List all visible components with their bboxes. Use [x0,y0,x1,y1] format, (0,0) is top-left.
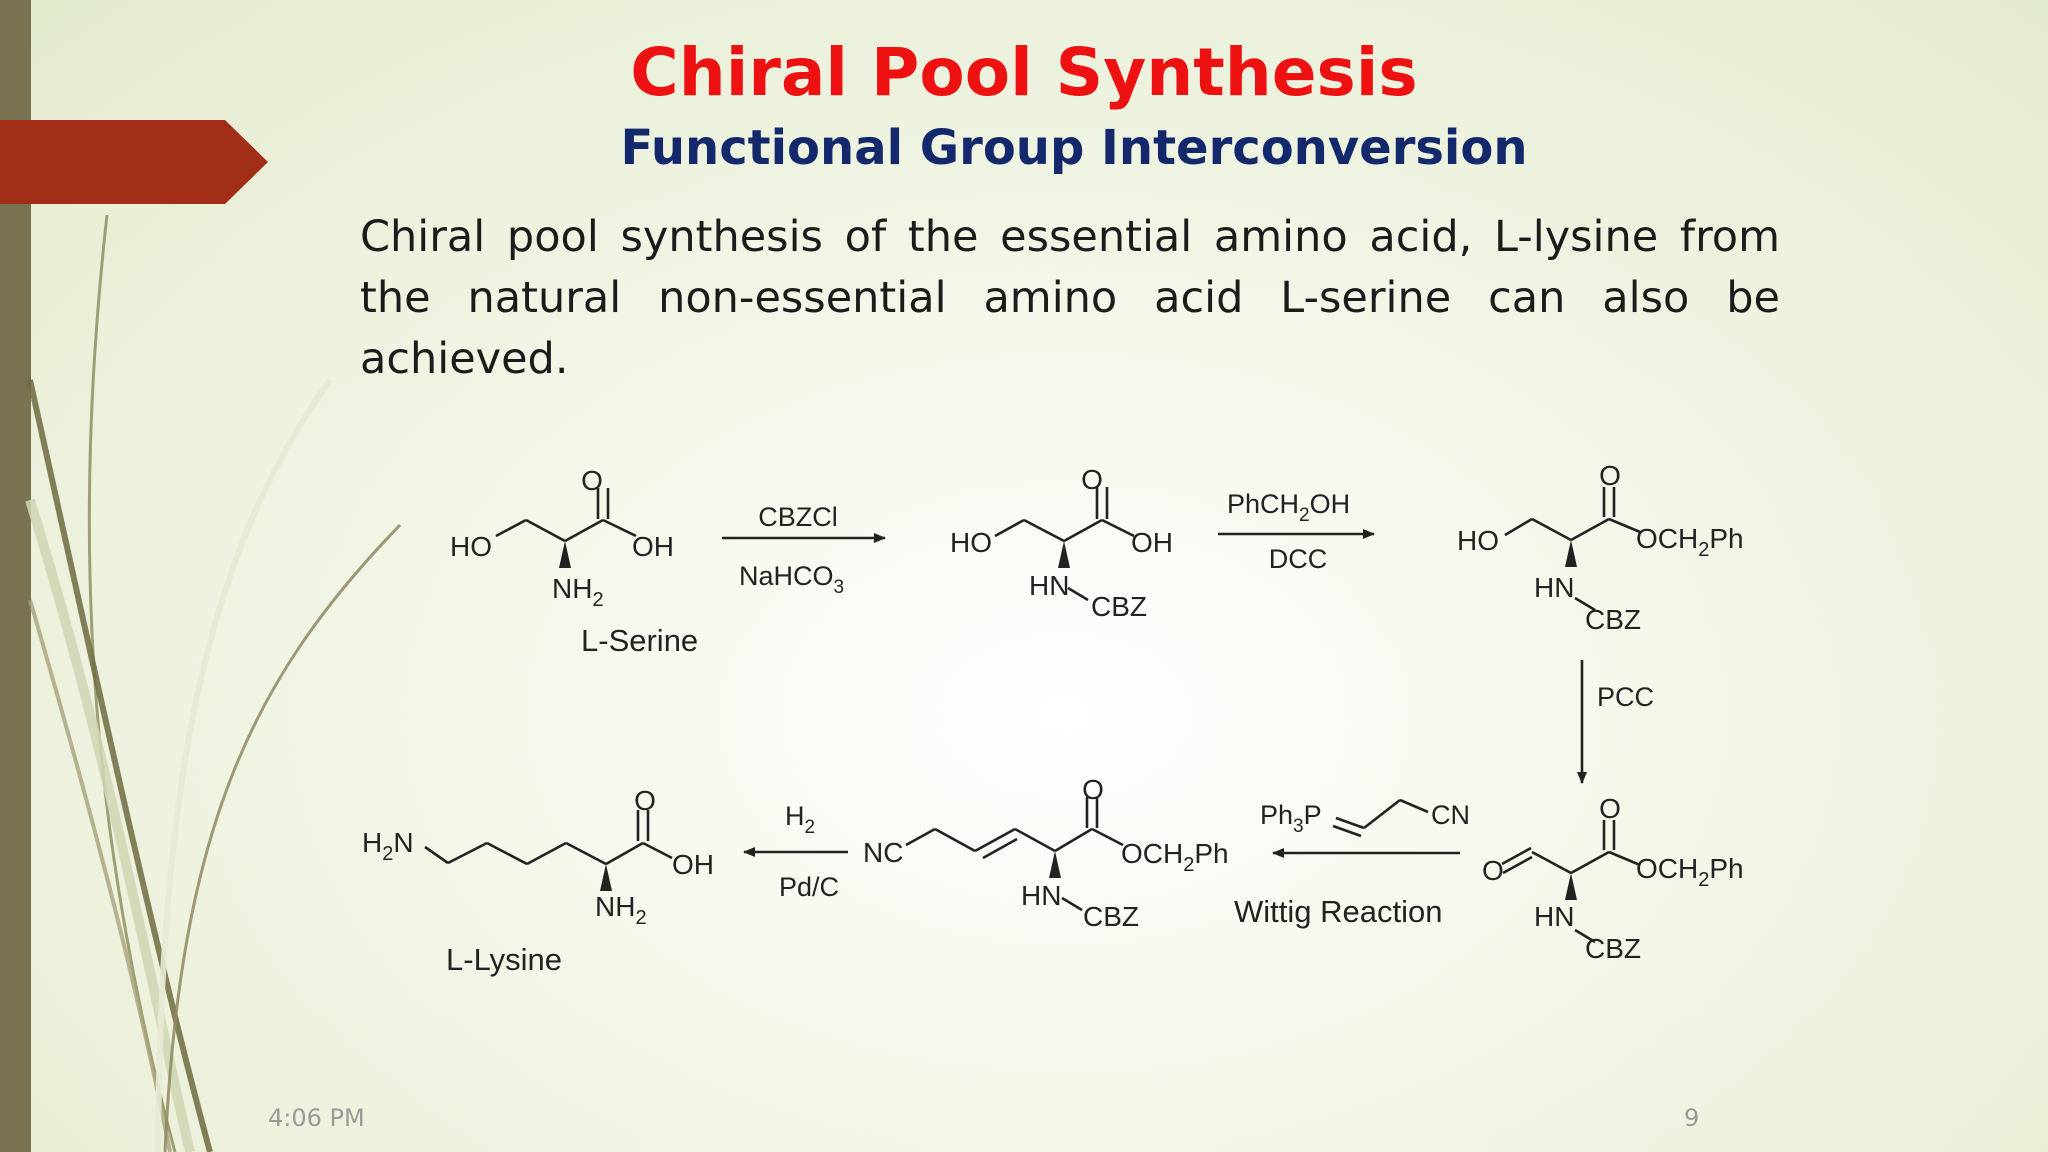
svg-text:HO: HO [950,527,992,558]
svg-text:NC: NC [863,837,903,868]
ester-structure [1504,487,1641,612]
svg-text:O: O [1081,464,1103,495]
lysine-label: L-Lysine [446,942,562,977]
svg-text:NH2: NH2 [552,573,604,611]
svg-text:OCH2Ph: OCH2Ph [1636,853,1744,891]
svg-text:HN: HN [1534,572,1574,603]
svg-text:HN: HN [1534,901,1574,932]
cbz-serine-structure [994,487,1135,602]
svg-text:O: O [1599,793,1621,824]
title-tag-shape [0,120,268,204]
svg-text:O: O [1482,855,1504,886]
reagent-pcc: PCC [1597,682,1654,712]
reagent-dcc: DCC [1269,544,1328,574]
reagent-cn: CN [1431,800,1470,830]
svg-text:O: O [634,785,656,816]
slide-subtitle: Functional Group Interconversion [620,120,1528,176]
svg-text:O: O [1599,460,1621,491]
aldehyde-structure [1501,820,1641,944]
svg-text:CBZ: CBZ [1083,901,1139,932]
svg-text:O: O [581,465,603,496]
unsaturated-ester-structure [905,797,1124,912]
reagent-phch2oh: PhCH2OH [1227,489,1350,526]
reagent-h2: H2 [785,801,815,838]
footer-time: 4:06 PM [268,1104,365,1132]
slide-title: Chiral Pool Synthesis [630,34,1418,111]
svg-text:CBZ: CBZ [1091,591,1147,622]
reagent-nahco3: NaHCO3 [739,561,844,598]
serine-structure [495,488,637,568]
svg-text:HN: HN [1029,570,1069,601]
lysine-structure [424,810,673,891]
slide-body-text: Chiral pool synthesis of the essential a… [360,212,1780,384]
svg-text:HO: HO [450,531,492,562]
reagent-cbzcl: CBZCl [758,502,838,532]
svg-text:NH2: NH2 [595,891,647,929]
svg-text:CBZ: CBZ [1585,604,1641,635]
svg-text:OH: OH [632,531,674,562]
svg-text:HO: HO [1457,525,1499,556]
ylide-structure [1332,798,1429,838]
svg-text:OH: OH [672,849,714,880]
svg-text:CBZ: CBZ [1585,933,1641,964]
svg-text:HN: HN [1021,880,1061,911]
wittig-reaction-label: Wittig Reaction [1234,894,1442,929]
svg-text:OCH2Ph: OCH2Ph [1636,523,1744,561]
svg-text:H2N: H2N [362,827,414,865]
serine-label: L-Serine [581,623,698,658]
svg-text:O: O [1082,774,1104,805]
svg-text:OCH2Ph: OCH2Ph [1121,838,1229,876]
svg-text:OH: OH [1131,527,1173,558]
page-number: 9 [1684,1104,1700,1132]
reagent-ph3p: Ph3P [1260,800,1322,837]
reagent-pdc: Pd/C [779,872,839,902]
